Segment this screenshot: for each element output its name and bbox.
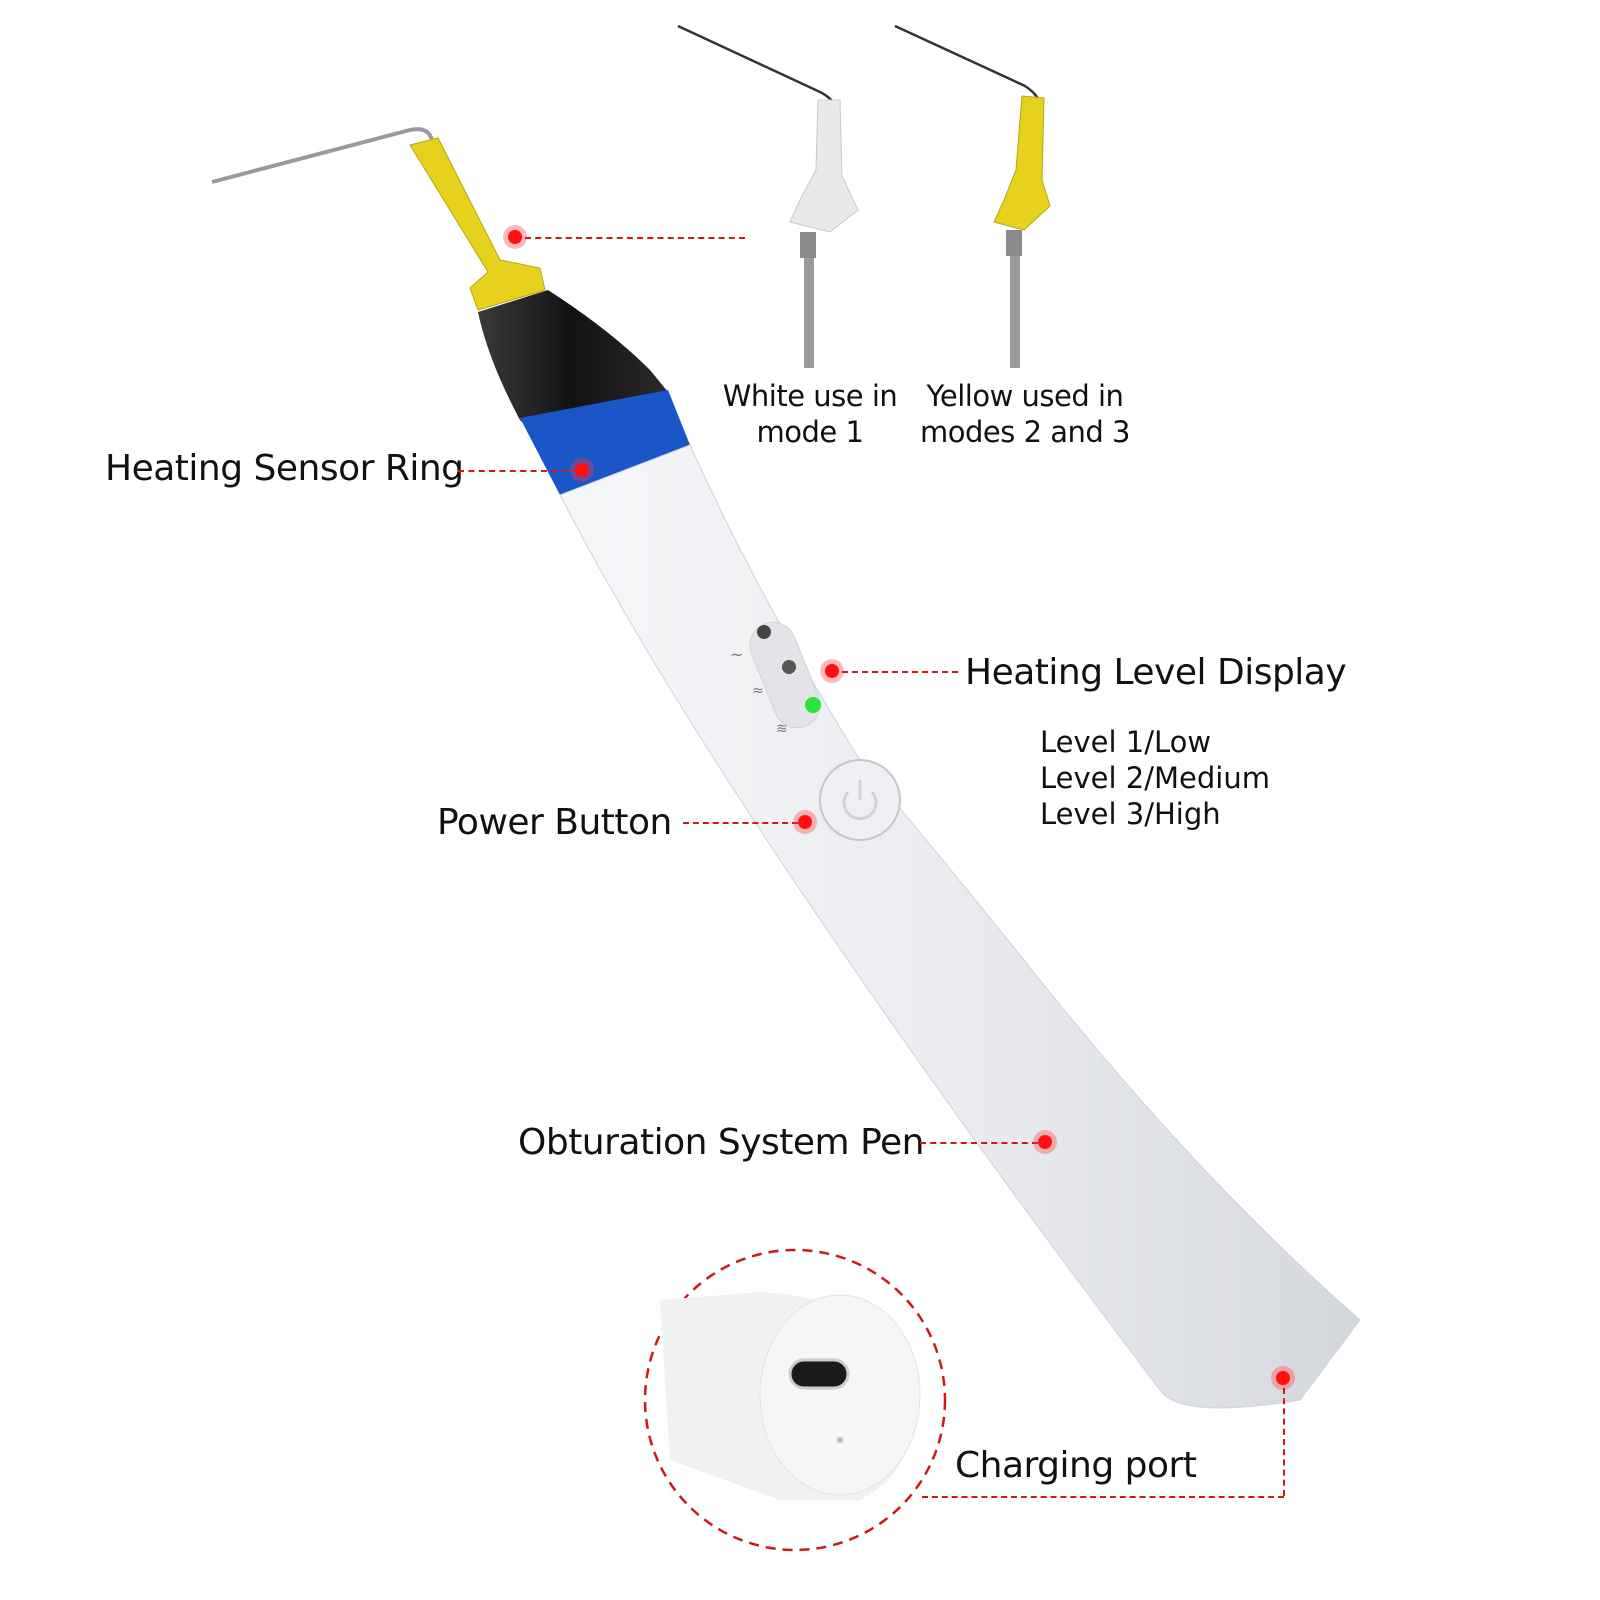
yellow-tip-line2: modes 2 and 3 xyxy=(920,415,1130,449)
level-list: Level 1/Low Level 2/Medium Level 3/High xyxy=(1040,724,1270,832)
level-display-marker xyxy=(825,664,839,678)
sensor-ring-marker xyxy=(575,463,589,477)
charging-port-horizontal-leader xyxy=(922,1496,1284,1498)
level-3-text: Level 3/High xyxy=(1040,797,1221,831)
power-button-label: Power Button xyxy=(437,802,672,843)
power-button-leader-line xyxy=(683,822,798,824)
charging-port-label: Charging port xyxy=(955,1445,1197,1486)
charging-port-vertical-leader xyxy=(1283,1388,1285,1496)
sensor-ring-leader-line xyxy=(458,470,578,472)
svg-text:≋: ≋ xyxy=(776,721,788,737)
pen-leader-line xyxy=(920,1142,1038,1144)
power-button-marker xyxy=(798,815,812,829)
heating-level-display-label: Heating Level Display xyxy=(965,652,1347,693)
level-1-text: Level 1/Low xyxy=(1040,725,1212,759)
level-2-text: Level 2/Medium xyxy=(1040,761,1270,795)
charging-port-marker xyxy=(1276,1371,1290,1385)
pen-marker xyxy=(1038,1135,1052,1149)
white-tip-line2: mode 1 xyxy=(756,415,864,449)
needle-icon xyxy=(211,127,434,184)
yellow-tip-line1: Yellow used in xyxy=(926,379,1124,413)
heating-sensor-ring-label: Heating Sensor Ring xyxy=(105,448,464,489)
level-display-leader-line xyxy=(842,671,958,673)
svg-text:~: ~ xyxy=(730,645,743,664)
white-tip-caption: White use in mode 1 xyxy=(720,378,900,450)
svg-text:≈: ≈ xyxy=(752,683,764,699)
tip-marker xyxy=(508,230,522,244)
white-tip-line1: White use in xyxy=(722,379,898,413)
tip-leader-line xyxy=(525,237,745,239)
yellow-tip-caption: Yellow used in modes 2 and 3 xyxy=(920,378,1130,450)
obturation-pen-label: Obturation System Pen xyxy=(518,1122,924,1163)
